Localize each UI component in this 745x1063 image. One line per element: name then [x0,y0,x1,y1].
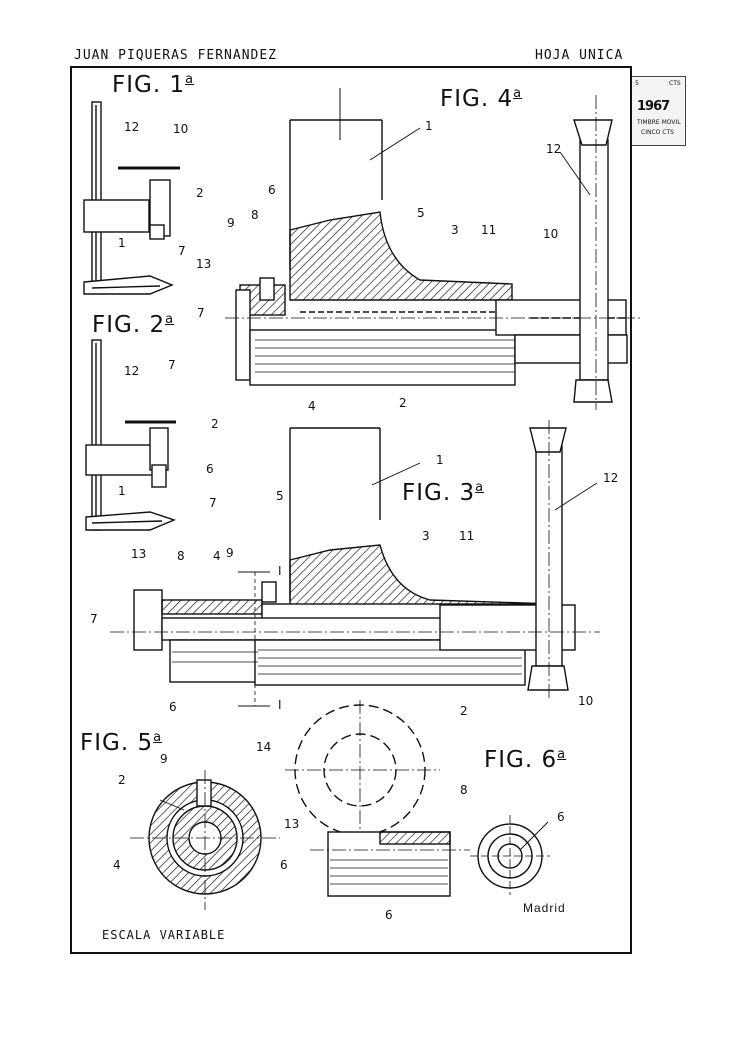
ref-number: 6 [385,908,393,922]
ref-number: 4 [113,858,121,872]
ref-number: 7 [197,306,205,320]
ref-number: 11 [481,223,497,237]
ref-number: 5 [417,206,425,220]
section-mark-top: I [278,564,282,578]
fig2-label: FIG. 2a [92,312,175,338]
ref-number: 12 [603,471,619,485]
ref-number: 1 [425,119,433,133]
ref-number: 7 [178,244,186,258]
ref-number: 12 [124,120,140,134]
ref-number: 5 [276,489,284,503]
ref-number: 6 [206,462,214,476]
ref-number: 10 [173,122,189,136]
ref-number: 13 [131,547,147,561]
ref-number: 6 [557,810,565,824]
ref-number: 8 [460,783,468,797]
ref-number: 8 [251,208,259,222]
scale-note: ESCALA VARIABLE [102,928,226,942]
stamp-line1: TIMBRE MOVIL [637,119,681,126]
fig2-clamp-drawing [85,339,176,531]
section-mark-bottom: I [278,698,282,712]
fig5-label: FIG. 5a [80,730,163,756]
ref-number: 2 [460,704,468,718]
ref-number: 1 [436,453,444,467]
ref-number: 8 [177,549,185,563]
ref-number: 14 [256,740,272,754]
fig6-label: FIG. 6a [484,747,567,773]
stamp-corner-left: 5 [635,80,639,87]
ref-number: 9 [160,752,168,766]
ref-number: 7 [168,358,176,372]
fig3-section-drawing [110,420,600,707]
ref-number: 6 [169,700,177,714]
sheet-label: HOJA UNICA [535,48,624,63]
revenue-stamp: 5 CTS 1967 TIMBRE MOVIL CINCO CTS [630,76,686,146]
ref-number: 2 [118,773,126,787]
ref-number: 9 [227,216,235,230]
ref-number: 11 [459,529,475,543]
stamp-corner-right: CTS [669,80,681,87]
ref-number: 4 [213,549,221,563]
ref-number: 12 [124,364,140,378]
fig4-label: FIG. 4a [440,86,523,112]
ref-number: 2 [196,186,204,200]
drawing-frame [70,66,632,954]
ref-number: 7 [90,612,98,626]
ref-number: 10 [543,227,559,241]
ref-number: 1 [118,484,126,498]
ref-number: 2 [211,417,219,431]
stamp-value: 1967 [637,99,670,114]
ref-number: 10 [578,694,594,708]
ref-number: 9 [226,546,234,560]
ref-number: 13 [196,257,212,271]
leader-lines [159,127,598,851]
ref-number: 4 [308,399,316,413]
stamp-line2: CINCO CTS [641,129,674,136]
fig6-drawing [285,700,550,897]
ref-number: 6 [280,858,288,872]
fig3-label: FIG. 3a [402,480,485,506]
ref-number: 1 [118,236,126,250]
author-name: JUAN PIQUERAS FERNANDEZ [74,48,278,63]
fig1-label: FIG. 1a [112,72,195,98]
place-signature: Madrid [523,901,566,915]
ref-number: 13 [284,817,300,831]
ref-number: 3 [422,529,430,543]
ref-number: 7 [209,496,217,510]
ref-number: 12 [546,142,562,156]
fig4-section-drawing [225,88,640,410]
ref-number: 6 [268,183,276,197]
ref-number: 2 [399,396,407,410]
fig1-clamp-drawing [83,101,180,295]
fig5-section-drawing [130,770,280,910]
ref-number: 3 [451,223,459,237]
